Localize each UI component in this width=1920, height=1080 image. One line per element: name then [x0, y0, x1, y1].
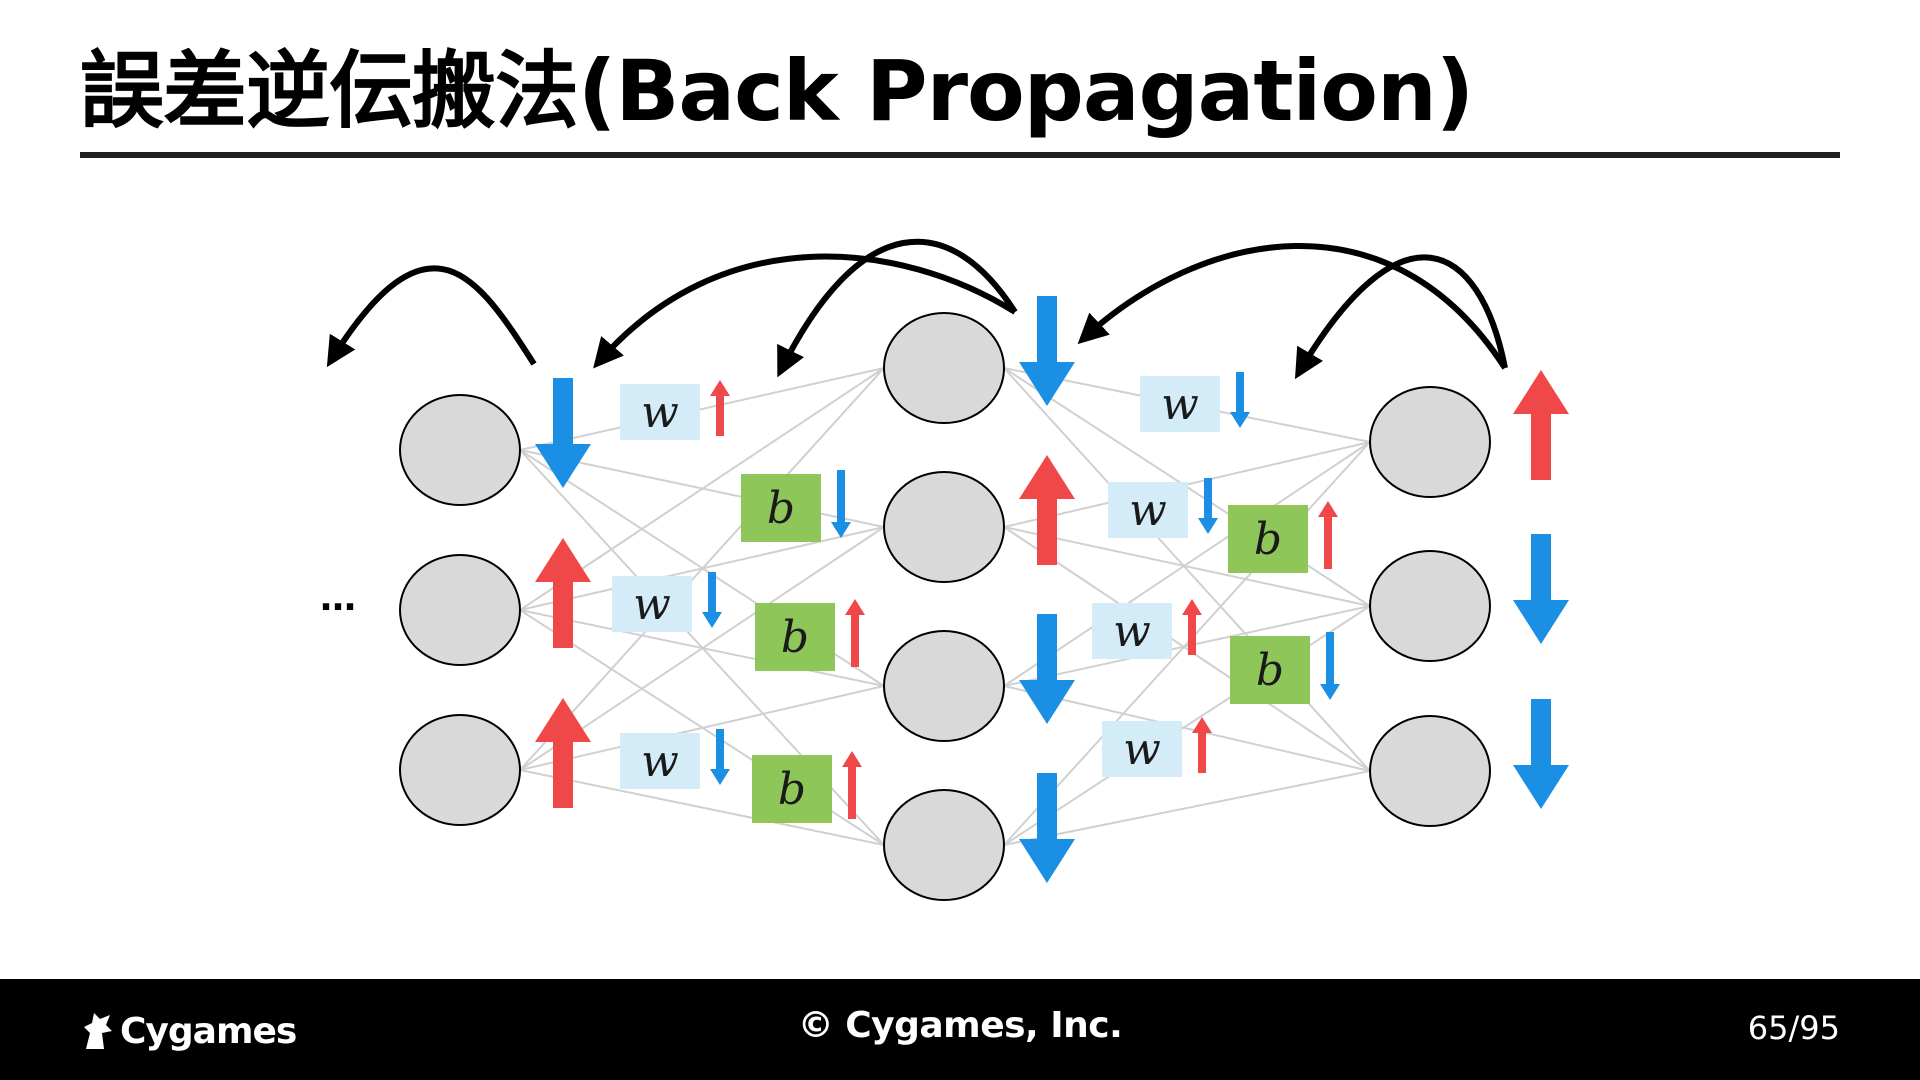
slide-title: 誤差逆伝搬法(Back Propagation): [80, 42, 1474, 140]
backprop-curve-arrow: [326, 265, 537, 368]
neuron-layer-3-1: [1369, 386, 1491, 498]
cygames-logo: Cygames: [80, 1009, 297, 1053]
weight-label: w: [1161, 379, 1199, 430]
logo-text: Cygames: [120, 1010, 297, 1052]
small-up-arrow-icon: [845, 599, 865, 667]
down-arrow-icon: [1513, 699, 1569, 809]
ellipsis-text: …: [320, 578, 356, 619]
neuron-layer-3-2: [1369, 550, 1491, 662]
knight-icon: [84, 1013, 112, 1049]
neuron-layer-2-3: [883, 630, 1005, 742]
bias-box-left-4: [755, 603, 835, 671]
up-arrow-icon: [1019, 455, 1075, 565]
weight-label: w: [641, 387, 679, 438]
backprop-curve-arrow: [1294, 254, 1508, 380]
weight-label: w: [1123, 724, 1161, 775]
weight-label: w: [1113, 606, 1151, 657]
bias-label: b: [767, 483, 795, 534]
connection-line: [519, 685, 885, 771]
copyright-text: © Cygames, Inc.: [797, 1005, 1123, 1046]
neural-network-diagram: w b w b w b w w b w b w …: [320, 238, 1569, 901]
weight-label: w: [1129, 485, 1167, 536]
small-down-arrow-icon: [1198, 478, 1218, 534]
small-up-arrow-icon: [710, 380, 730, 436]
backprop-curve-arrow: [593, 253, 1017, 369]
small-down-arrow-icon: [1230, 372, 1250, 428]
connection-line: [519, 367, 885, 771]
weight-box-left-1: [620, 384, 700, 440]
neuron-layer-2-2: [883, 471, 1005, 583]
neuron-layer-2-4: [883, 789, 1005, 901]
weight-box-right-1: [1140, 376, 1220, 432]
backprop-curve-arrow: [1077, 243, 1508, 370]
connection-line: [1003, 526, 1371, 607]
connection-line: [1003, 441, 1371, 846]
neurons: [399, 312, 1491, 901]
small-down-arrow-icon: [702, 572, 722, 628]
weight-box-left-5: [620, 733, 700, 789]
neuron-gradient-arrows: [535, 296, 1569, 883]
neuron-layer-3-3: [1369, 715, 1491, 827]
weight-box-left-3: [612, 576, 692, 632]
bias-box-right-5: [1230, 636, 1310, 704]
connection-line: [1003, 605, 1371, 846]
connection-line: [519, 769, 885, 846]
down-arrow-icon: [1019, 296, 1075, 406]
down-arrow-icon: [1513, 534, 1569, 644]
connection-line: [1003, 770, 1371, 846]
small-down-arrow-icon: [831, 470, 851, 538]
title-underline: [80, 152, 1840, 158]
bias-label: b: [778, 764, 806, 815]
small-up-arrow-icon: [1182, 599, 1202, 655]
connection-line: [1003, 526, 1371, 772]
weight-box-right-2: [1108, 482, 1188, 538]
backprop-flow-arrows: [326, 238, 1508, 380]
backprop-curve-arrow: [777, 238, 1018, 378]
weight-label: w: [641, 736, 679, 787]
down-arrow-icon: [1019, 614, 1075, 724]
small-up-arrow-icon: [1192, 717, 1212, 773]
small-up-arrow-icon: [1318, 501, 1338, 569]
page-number: 65/95: [1747, 1009, 1840, 1047]
bias-box-left-6: [752, 755, 832, 823]
parameter-boxes: w b w b w b w w b w b w: [612, 372, 1340, 823]
down-arrow-icon: [1019, 773, 1075, 883]
neuron-layer-1-2: [399, 554, 521, 666]
bias-box-right-3: [1228, 505, 1308, 573]
neuron-layer-1-1: [399, 394, 521, 506]
small-down-arrow-icon: [1320, 632, 1340, 700]
up-arrow-icon: [535, 698, 591, 808]
connection-line: [1003, 685, 1371, 772]
connection-line: [1003, 605, 1371, 687]
neuron-layer-1-3: [399, 714, 521, 826]
neuron-layer-2-1: [883, 312, 1005, 424]
down-arrow-icon: [535, 378, 591, 488]
small-down-arrow-icon: [710, 729, 730, 785]
weight-box-right-6: [1102, 721, 1182, 777]
small-up-arrow-icon: [842, 751, 862, 819]
weight-box-right-4: [1092, 603, 1172, 659]
footer-bar: Cygames © Cygames, Inc. 65/95: [0, 979, 1920, 1080]
up-arrow-icon: [535, 538, 591, 648]
bias-label: b: [1256, 645, 1284, 696]
bias-label: b: [781, 612, 809, 663]
up-arrow-icon: [1513, 370, 1569, 480]
connection-line: [519, 367, 885, 451]
bias-box-left-2: [741, 474, 821, 542]
weight-label: w: [633, 579, 671, 630]
bias-label: b: [1254, 514, 1282, 565]
connection-line: [1003, 441, 1371, 687]
